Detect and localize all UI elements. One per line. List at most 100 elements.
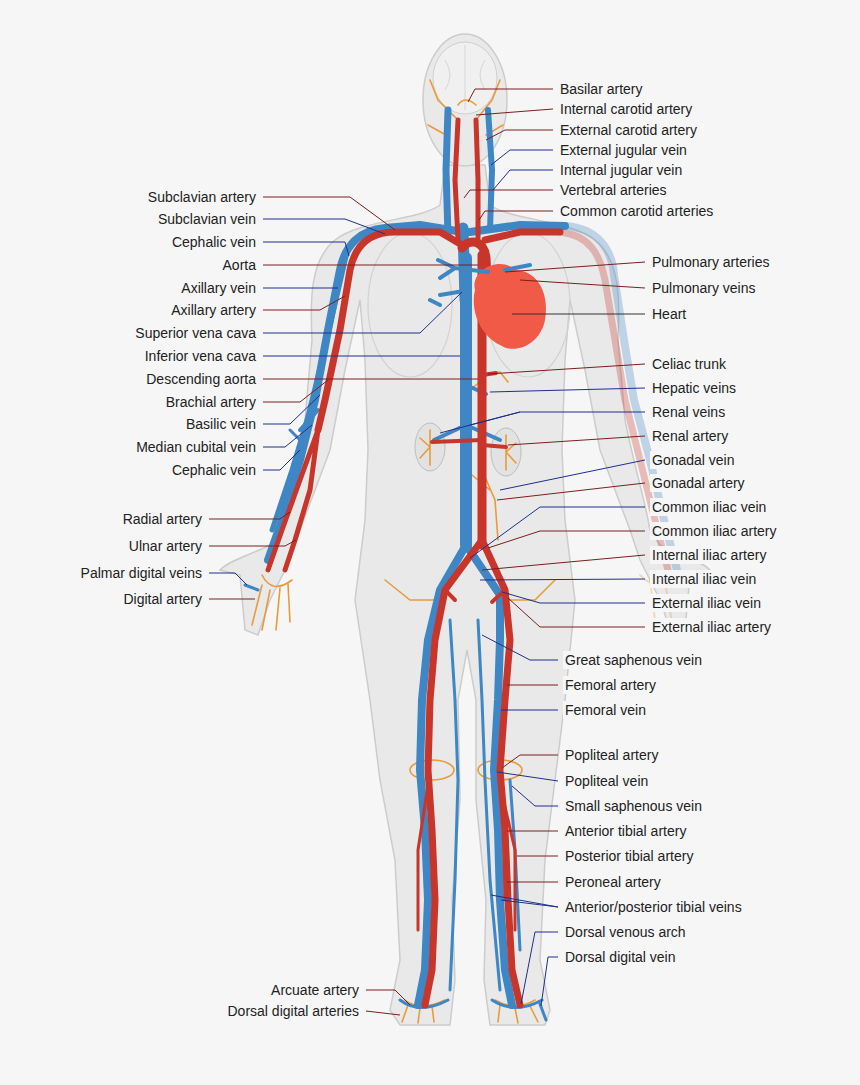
vessel-label: External jugular vein	[558, 141, 689, 159]
body-silhouette-part	[220, 165, 710, 1025]
vessel-label: Median cubital vein	[134, 438, 258, 456]
artery-leader-lines-part	[263, 265, 478, 266]
artery-leader-lines-part	[366, 990, 410, 1005]
vessel-label: Gonadal vein	[650, 451, 737, 469]
arteries	[268, 120, 560, 1005]
vessel-label: Axillary artery	[169, 301, 258, 319]
vessel-label: External carotid artery	[558, 121, 699, 139]
artery-leader-lines-part	[486, 130, 553, 140]
vein-leader-lines-part	[521, 932, 558, 1004]
vessel-label: Heart	[650, 305, 688, 323]
veins	[245, 110, 565, 1020]
vein-leader-lines-part	[209, 573, 247, 585]
vessel-label: Arcuate artery	[269, 981, 361, 999]
vessel-label: Basilic vein	[184, 415, 258, 433]
artery-leader-lines-part	[209, 512, 290, 519]
artery-leader-lines-part	[479, 211, 553, 220]
vein-leader-lines-part	[263, 219, 385, 234]
vessel-label: Ulnar artery	[127, 537, 204, 555]
vessel-label: Inferior vena cava	[143, 347, 258, 365]
artery-leader-lines-part	[507, 882, 558, 883]
artery-leader-lines-part	[209, 540, 296, 546]
vessel-label: Subclavian artery	[146, 188, 258, 206]
artery-leader-lines-part	[263, 197, 395, 230]
vessel-label: Popliteal vein	[563, 772, 650, 790]
vessel-label: Digital artery	[121, 590, 204, 608]
vessel-label: Dorsal digital vein	[563, 948, 678, 966]
artery-leader-lines-part	[488, 364, 645, 374]
vein-leader-lines-part	[263, 356, 460, 357]
vein-leader-lines-part	[263, 242, 349, 256]
vessel-label: Internal carotid artery	[558, 100, 694, 118]
vein-leader-lines-part	[263, 425, 312, 447]
artery-leader-lines-part	[482, 555, 645, 570]
vein-leader-lines-part	[500, 460, 645, 490]
vein-leader-lines-part	[263, 395, 320, 424]
artery-leader-lines-part	[263, 379, 478, 380]
heart-leader-line	[512, 314, 645, 315]
veins-part	[450, 620, 500, 990]
vessel-label: Renal veins	[650, 403, 727, 421]
vessel-label: Pulmonary arteries	[650, 253, 772, 271]
vessel-label: Internal iliac vein	[650, 570, 758, 588]
vein-leader-lines-part	[263, 288, 338, 289]
orange-small-arteries-part	[385, 580, 555, 600]
vessel-label: Aorta	[221, 256, 258, 274]
arteries-part	[432, 373, 506, 447]
vein-leader-lines-part	[263, 292, 462, 333]
vein-leader-lines-part	[263, 450, 300, 470]
faint-right-arm-vessels-part	[565, 226, 677, 570]
vein-leader-lines-part	[480, 579, 645, 580]
vein-leader-lines-part	[482, 635, 558, 660]
vessel-label: Great saphenous vein	[563, 651, 704, 669]
veins-part	[268, 225, 463, 560]
vessel-label: Anterior tibial artery	[563, 822, 688, 840]
vein-leader-lines-part	[491, 150, 553, 165]
vessel-label: Celiac trunk	[650, 355, 728, 373]
vessel-label: Pulmonary veins	[650, 279, 758, 297]
vessel-label: Vertebral arteries	[558, 181, 669, 199]
vessel-label: Posterior tibial artery	[563, 847, 695, 865]
vessel-label: Palmar digital veins	[79, 564, 204, 582]
vein-leader-lines-part	[541, 957, 558, 1006]
vessel-label: Gonadal artery	[650, 474, 747, 492]
vessel-label: Superior vena cava	[133, 324, 258, 342]
artery-leader-lines-part	[366, 1011, 400, 1015]
body-silhouette-part	[423, 34, 507, 166]
arteries-part	[425, 540, 482, 1005]
vessel-label: Subclavian vein	[156, 210, 258, 228]
vessel-label: Common carotid arteries	[558, 202, 715, 220]
vessel-label: Femoral vein	[563, 701, 648, 719]
veins-part	[488, 110, 492, 230]
vein-leader-lines-part	[497, 772, 558, 781]
vessel-label: Peroneal artery	[563, 873, 663, 891]
arteries-part	[418, 785, 515, 930]
vessel-label: Cephalic vein	[170, 461, 258, 479]
artery-leader-lines-part	[505, 262, 645, 272]
artery-leader-lines-part	[520, 280, 645, 288]
heart-part	[430, 260, 530, 305]
vessel-label: Radial artery	[121, 510, 204, 528]
artery-leader-lines-part	[263, 296, 345, 310]
artery-leader-lines-part	[488, 531, 645, 548]
artery-leader-lines-part	[507, 831, 558, 832]
vessel-label: Popliteal artery	[563, 746, 660, 764]
artery-leader-lines-part	[508, 598, 645, 627]
vein-leader-lines-part	[491, 895, 558, 907]
vein-leader-lines-part	[470, 507, 645, 558]
vessel-label: External iliac vein	[650, 594, 763, 612]
artery-leader-lines-part	[508, 436, 645, 445]
vessel-label: Common iliac vein	[650, 498, 768, 516]
artery-leader-lines-part	[464, 190, 553, 198]
vessel-label: Femoral artery	[563, 676, 658, 694]
artery-leader-lines-part	[263, 380, 328, 402]
vessel-label: Dorsal digital arteries	[226, 1002, 362, 1020]
heart	[430, 260, 546, 349]
heart-part	[474, 264, 546, 349]
vessel-label: Hepatic veins	[650, 379, 738, 397]
heart-leader-line-part	[512, 314, 645, 315]
vessel-label: Dorsal venous arch	[563, 923, 688, 941]
artery-leader-lines-part	[476, 109, 553, 115]
vessel-label: Internal iliac artery	[650, 546, 768, 564]
vein-leader-lines-part	[490, 388, 645, 392]
